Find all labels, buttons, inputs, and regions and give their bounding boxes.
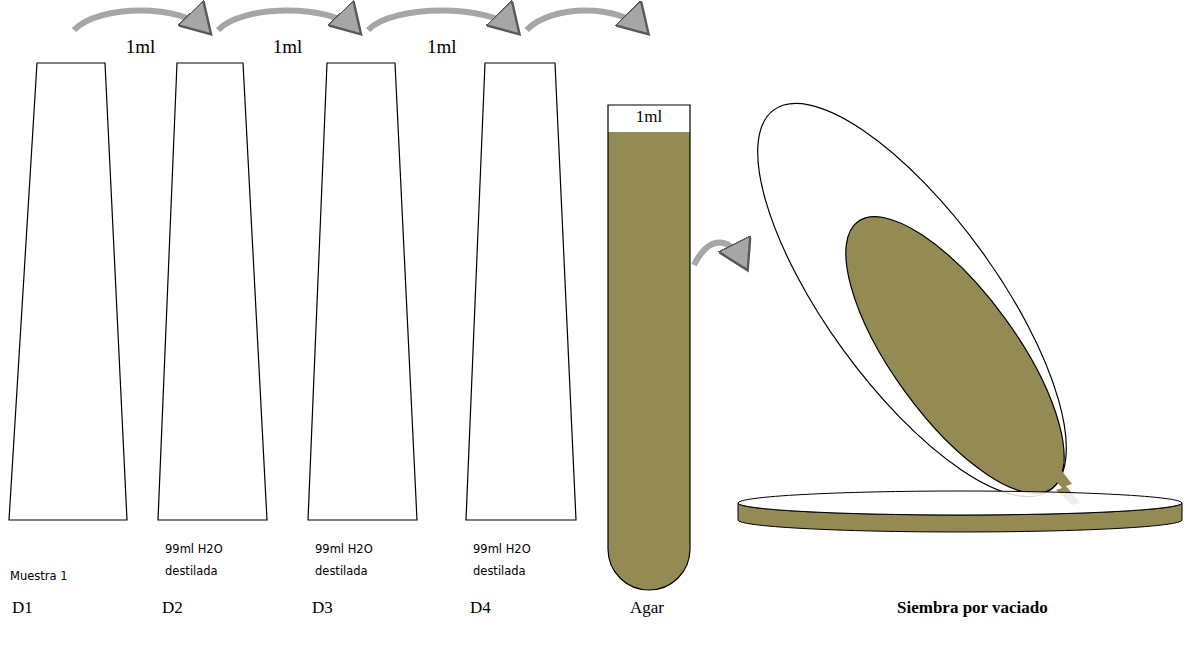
transfer-arrow xyxy=(694,243,745,266)
caption-label: D4 xyxy=(470,598,491,618)
content-label: 99ml H2O destilada xyxy=(315,538,399,582)
agar-tube: 1mlAgar xyxy=(604,30,694,630)
volume-label: 1ml xyxy=(126,36,156,58)
caption-label: Siembra por vaciado xyxy=(897,598,1048,618)
dilution-flask: Muestra 1 D1 xyxy=(8,30,128,630)
flask-outline xyxy=(307,30,418,630)
caption-label: D2 xyxy=(162,598,183,618)
content-label: 99ml H2O destilada xyxy=(473,538,557,582)
pour-plate: Siembra por vaciado xyxy=(745,250,1185,630)
dilution-flask: 99ml H2O destiladaD3 xyxy=(307,30,418,630)
volume-label: 1ml xyxy=(427,36,457,58)
caption-label: 1ml xyxy=(608,107,690,127)
dilution-flask: 99ml H2O destiladaD2 xyxy=(157,30,268,630)
pouring-tube xyxy=(705,60,1119,540)
transfer-arrow xyxy=(218,11,357,31)
content-label: 99ml H2O destilada xyxy=(165,538,249,582)
flask-outline xyxy=(157,30,268,630)
flask-outline xyxy=(8,30,128,630)
content-label: Muestra 1 xyxy=(10,565,120,587)
transfer-arrow xyxy=(368,11,515,31)
caption-label: D3 xyxy=(312,598,333,618)
flask-outline xyxy=(465,30,577,630)
volume-label: 1ml xyxy=(273,36,303,58)
dilution-flask: 99ml H2O destiladaD4 xyxy=(465,30,577,630)
caption-label: Agar xyxy=(630,598,664,618)
petri-dish xyxy=(738,491,1182,532)
transfer-arrow xyxy=(527,11,645,31)
transfer-arrow xyxy=(74,11,207,31)
caption-label: D1 xyxy=(12,598,33,618)
